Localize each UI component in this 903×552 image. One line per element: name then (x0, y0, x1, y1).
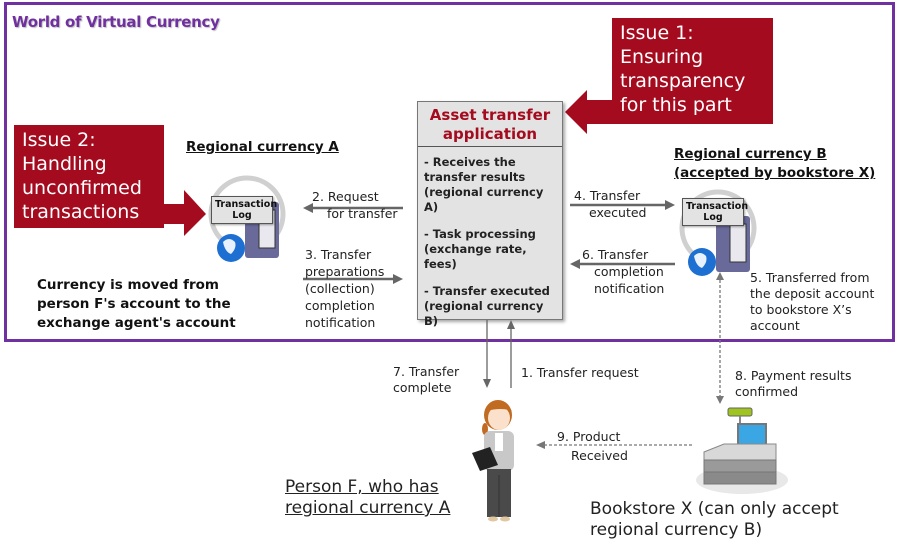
label-line: 7. Transfer (393, 364, 460, 379)
regional-a-heading: Regional currency A (186, 139, 339, 155)
app-item-line: (regional currency A) (424, 185, 544, 214)
step6-label: 6. Transfer completion notification (582, 246, 664, 297)
app-title-line: Asset transfer (429, 106, 551, 124)
step1-label: 1. Transfer request (521, 364, 639, 381)
virtual-currency-world-frame (4, 2, 895, 342)
tlog-a-line: Log (232, 210, 252, 221)
app-item: - Receives the transfer results (regiona… (424, 155, 556, 215)
issue1-arrow-icon (565, 90, 615, 134)
heading-line: (accepted by bookstore X) (674, 165, 876, 181)
tlog-b-line: Transaction (686, 201, 749, 212)
issue2-line: Issue 2: (22, 129, 96, 151)
app-item: - Transfer executed (regional currency B… (424, 284, 556, 329)
regional-a-note: Currency is moved from person F's accoun… (37, 276, 236, 333)
app-item-line: - Transfer executed (424, 284, 550, 298)
person-f-icon (472, 400, 514, 522)
tlog-a-line: Transaction (215, 199, 278, 210)
label-line: confirmed (735, 384, 799, 399)
arrow-step8 (716, 272, 724, 404)
issue1-callout: Issue 1: Ensuring transparency for this … (612, 18, 773, 124)
app-item-line: (regional currency B) (424, 299, 544, 328)
heading-line: Regional currency B (674, 146, 827, 162)
label-line: Received (571, 448, 628, 463)
issue1-line: Ensuring (620, 46, 704, 68)
label-line: notification (594, 281, 665, 296)
arrow-step9 (536, 441, 692, 449)
caption-line: regional currency A (285, 498, 451, 518)
step7-label: 7. Transfer complete (393, 364, 459, 396)
transaction-log-b: Transaction Log (682, 198, 749, 226)
issue1-line: Issue 1: (620, 22, 694, 44)
label-line: 5. Transferred from (750, 270, 870, 285)
issue1-line: transparency (620, 70, 746, 92)
label-line: (collection) (305, 281, 375, 296)
label-line: account (750, 318, 800, 333)
note-line: exchange agent's account (37, 315, 236, 331)
cash-register-icon (696, 407, 788, 494)
app-item-line: - Receives the (424, 155, 516, 169)
label-line: preparations (305, 264, 385, 279)
label-line: executed (589, 205, 647, 220)
step3-label: 3. Transfer preparations (collection) co… (305, 246, 384, 331)
label-line: complete (393, 380, 452, 395)
label-line: 1. Transfer request (521, 365, 639, 380)
label-line: the deposit account (750, 286, 875, 301)
caption-line: Bookstore X (can only accept (590, 499, 839, 519)
app-item-line: - Task processing (424, 227, 536, 241)
caption-line: Person F, who has (285, 477, 439, 497)
label-line: completion (305, 298, 375, 313)
label-line: 4. Transfer (574, 188, 641, 203)
tlog-b-line: Log (703, 212, 723, 223)
issue2-line: unconfirmed (22, 177, 142, 199)
arrow-step6 (570, 259, 675, 269)
arrow-step7-and-step1 (483, 320, 515, 388)
bookstore-caption: Bookstore X (can only accept regional cu… (590, 499, 839, 541)
label-line: for transfer (327, 206, 398, 221)
issue2-line: transactions (22, 201, 140, 223)
note-line: Currency is moved from (37, 277, 219, 293)
label-line: notification (305, 315, 376, 330)
world-title: World of Virtual Currency (12, 13, 220, 31)
person-f-caption: Person F, who has regional currency A (285, 477, 450, 519)
app-item: - Task processing (exchange rate, fees) (424, 227, 556, 272)
arrow-step4 (570, 200, 675, 210)
label-line: 9. Product (557, 429, 621, 444)
asset-transfer-application: Asset transfer application - Receives th… (417, 101, 563, 328)
arrow-step3 (303, 274, 403, 284)
label-line: completion (594, 264, 664, 279)
label-line: 8. Payment results (735, 368, 852, 383)
regional-b-heading: Regional currency B (accepted by booksto… (674, 145, 875, 183)
app-item-line: transfer results (424, 170, 526, 184)
issue1-line: for this part (620, 94, 732, 116)
step5-label: 5. Transferred from the deposit account … (750, 270, 874, 334)
issue2-callout: Issue 2: Handling unconfirmed transactio… (14, 125, 164, 228)
issue2-arrow-icon (160, 190, 206, 236)
label-line: 3. Transfer (305, 247, 372, 262)
issue2-line: Handling (22, 153, 107, 175)
note-line: person F's account to the (37, 296, 231, 312)
label-line: 2. Request (312, 189, 379, 204)
app-body: - Receives the transfer results (regiona… (418, 147, 562, 349)
step4-label: 4. Transfer executed (574, 187, 647, 221)
step8-label: 8. Payment results confirmed (735, 368, 851, 400)
transaction-log-a: Transaction Log (211, 196, 278, 224)
app-item-line: (exchange rate, fees) (424, 242, 527, 271)
app-title: Asset transfer application (418, 102, 562, 147)
server-b-icon (679, 189, 757, 276)
step9-label: 9. Product Received (557, 427, 628, 465)
caption-line: regional currency B) (590, 520, 763, 540)
step2-label: 2. Request for transfer (312, 188, 398, 222)
label-line: 6. Transfer (582, 247, 649, 262)
label-line: to bookstore X’s (750, 302, 852, 317)
app-title-line: application (442, 125, 538, 143)
arrow-step2 (303, 203, 403, 213)
